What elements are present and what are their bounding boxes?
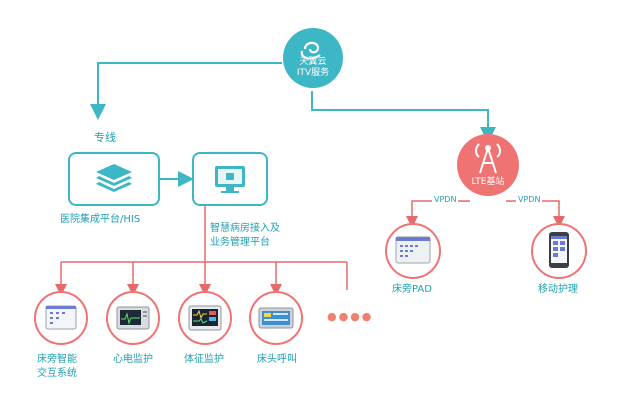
device-3-label: 体征监护 [184, 354, 224, 365]
tablet-screen-icon [45, 305, 77, 330]
cloud-to-his-line [90, 62, 282, 120]
cloud-to-lte-line [311, 91, 496, 143]
more-devices-dots: ●●●● [327, 310, 374, 323]
his-platform-box [68, 152, 160, 206]
stack-layers-icon [96, 164, 132, 192]
antenna-icon [475, 143, 501, 174]
vital-monitor-icon [188, 305, 222, 331]
device-4-label: 床头呼叫 [257, 354, 297, 365]
tablet-icon [395, 236, 431, 264]
device-vital-monitor [177, 290, 233, 346]
device-1-label: 床旁智能 交互系统 [37, 353, 77, 381]
smart-ward-label-2: 业务管理平台 [210, 237, 270, 248]
dedicated-line-label: 专线 [94, 131, 116, 144]
call-terminal-icon [258, 307, 294, 329]
smart-ward-label-1: 智慧病房接入及 [210, 223, 280, 234]
mobile-nursing-node [530, 222, 588, 280]
cloud-label-1: 天翼云 [299, 57, 327, 67]
monitor-icon [215, 166, 245, 193]
bedside-pad-node [384, 222, 442, 280]
cloud-swirl-icon [300, 41, 321, 60]
smart-ward-platform-box [192, 152, 268, 206]
cloud-itv-node: 天翼云 ITV服务 [282, 27, 344, 89]
ecg-monitor-icon [116, 306, 150, 330]
device-ecg-monitor [105, 290, 161, 346]
vpdn-left-label: VPDN [432, 195, 459, 205]
mobile-nursing-label: 移动护理 [538, 284, 578, 295]
vpdn-right-label: VPDN [516, 195, 543, 205]
device-bedside-call [248, 290, 304, 346]
smart-ward-label: 智慧病房接入及 业务管理平台 [210, 222, 280, 250]
lte-label: LTE基站 [471, 177, 505, 187]
cloud-label-2: ITV服务 [296, 68, 330, 78]
device-1-label-1: 床旁智能 [37, 354, 77, 365]
his-label: 医院集成平台/HIS [60, 214, 141, 225]
phone-icon [549, 232, 569, 268]
lte-base-station-node: LTE基站 [456, 133, 520, 197]
bedside-pad-label: 床旁PAD [392, 284, 432, 295]
device-bedside-interactive [33, 290, 89, 346]
device-1-label-2: 交互系统 [37, 368, 77, 379]
device-2-label: 心电监护 [113, 354, 153, 365]
